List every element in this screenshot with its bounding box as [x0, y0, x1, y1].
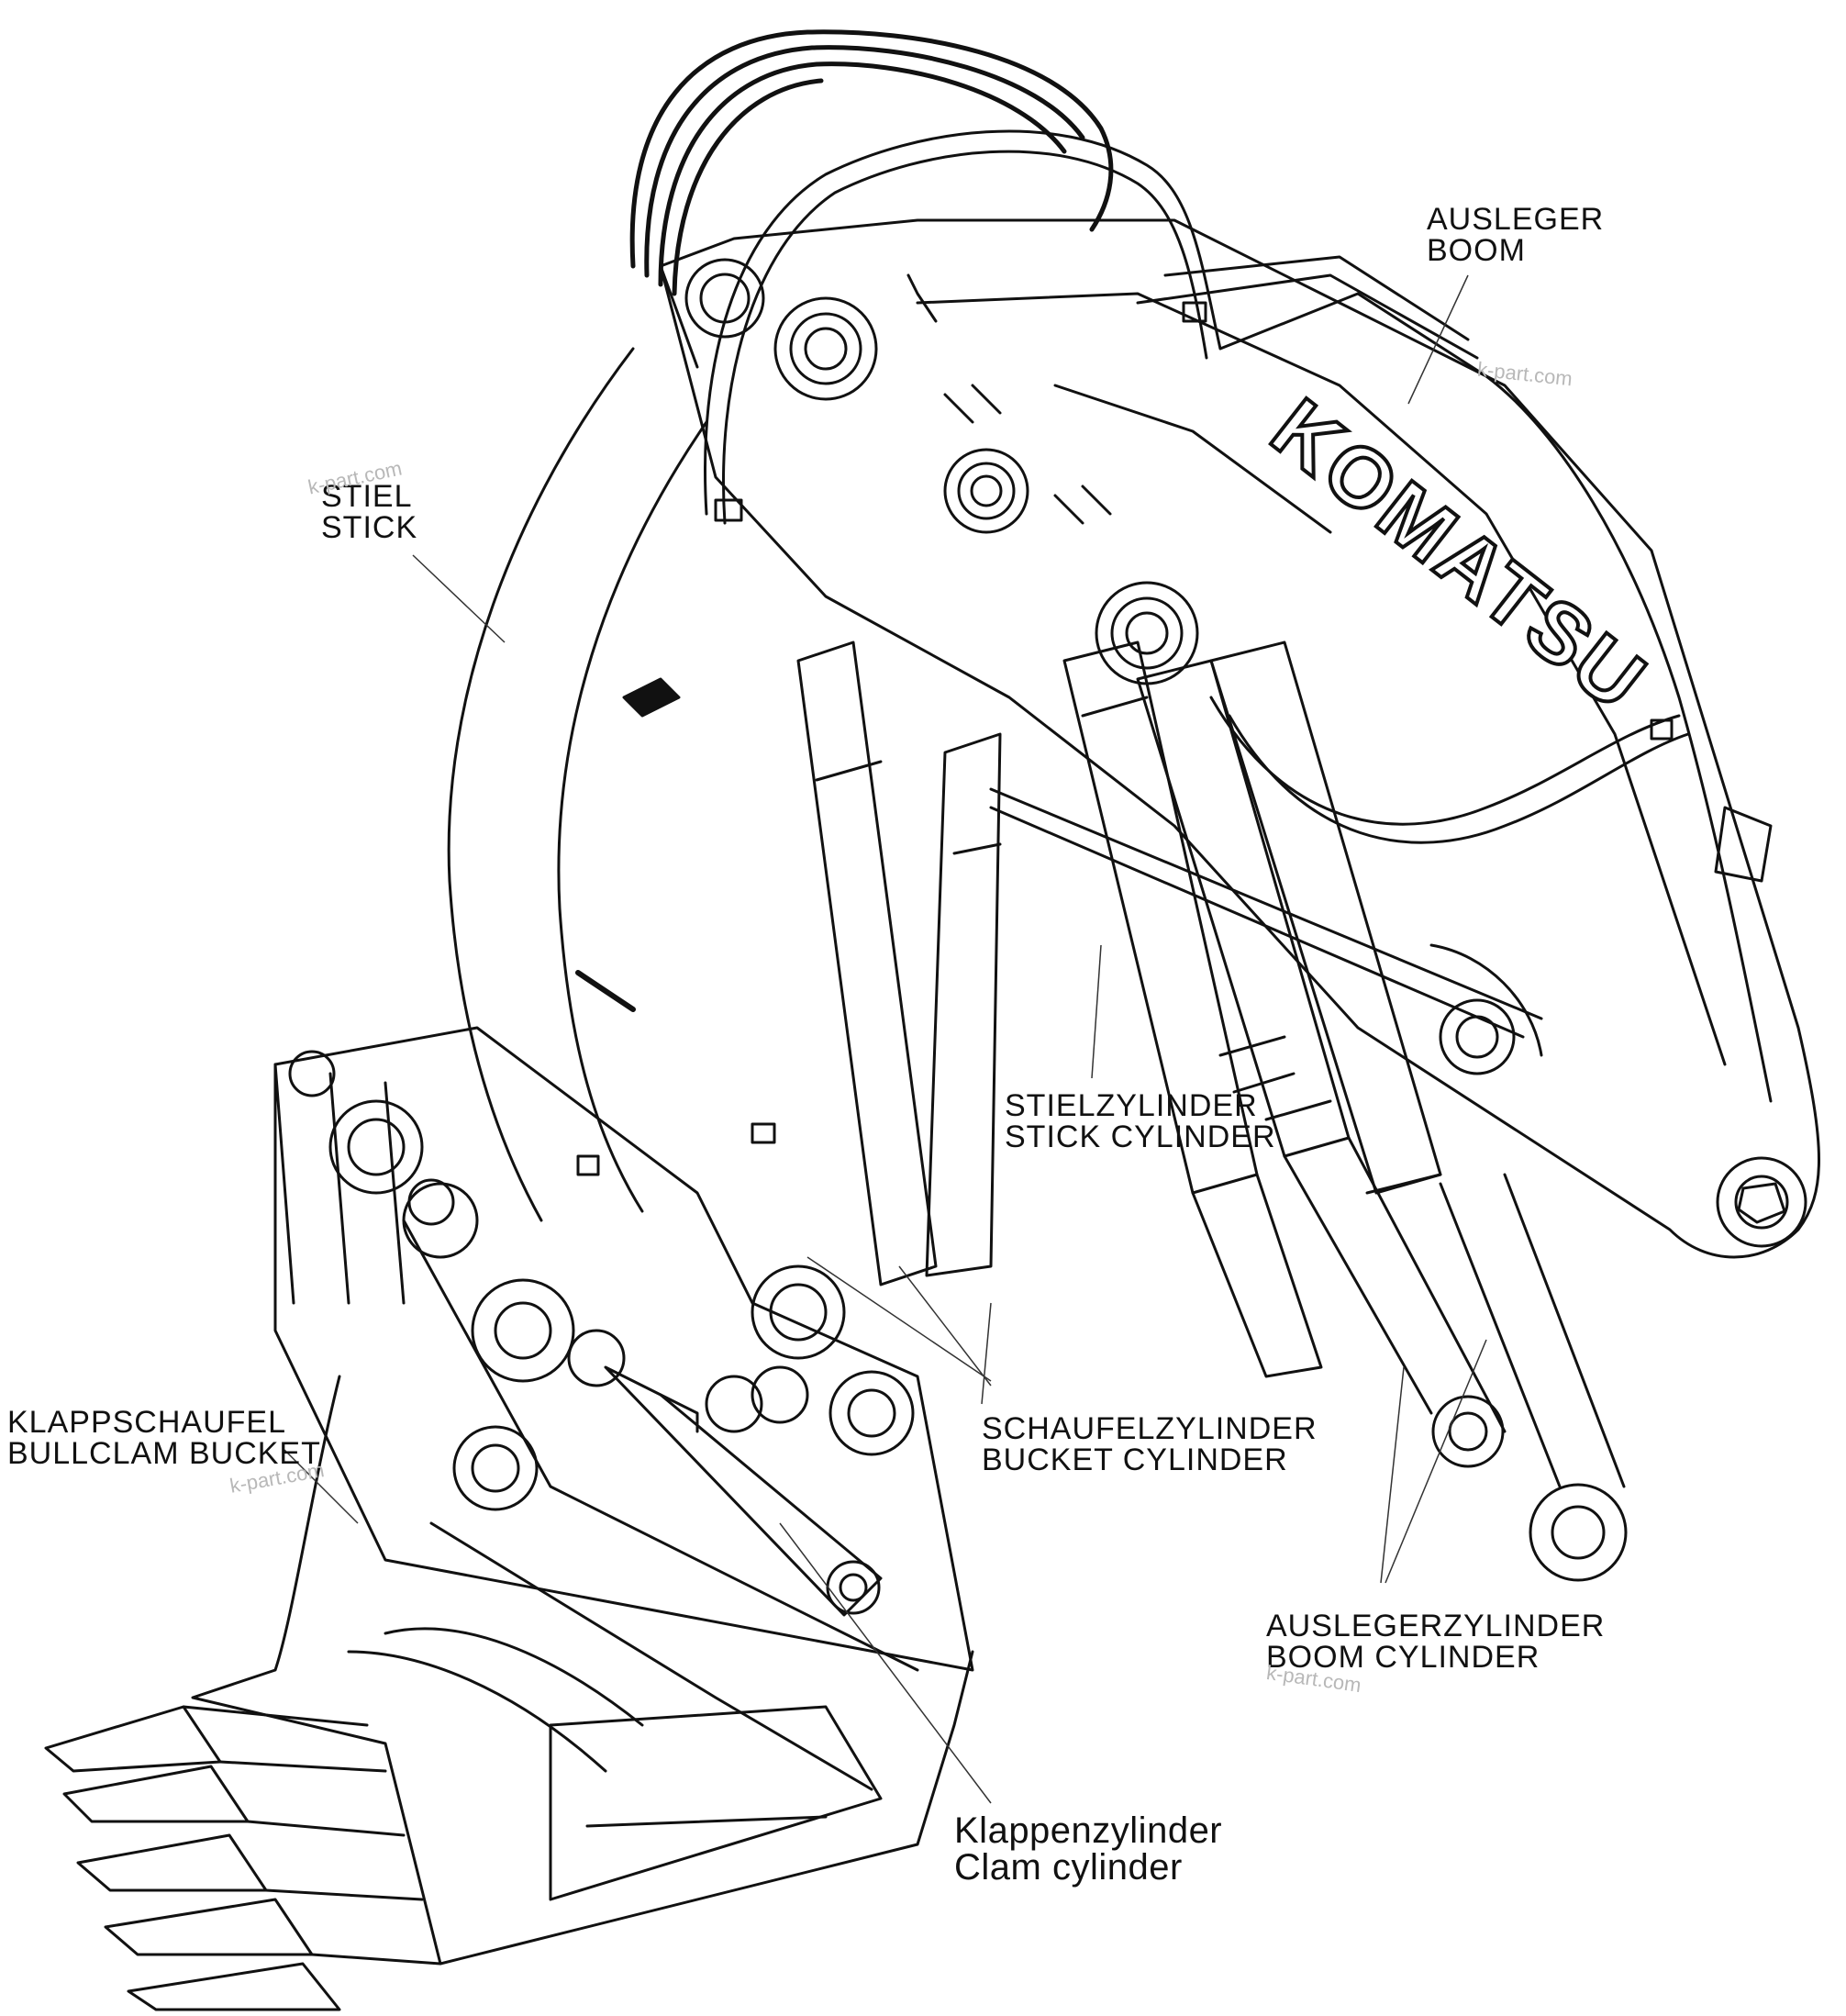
hose-clamps [576, 301, 1674, 1176]
boom-foot-pin [1716, 1156, 1807, 1248]
komatsu-logo: KOMATSU [1253, 379, 1666, 731]
label-bullclam-bucket-en: BULLCLAM BUCKET [7, 1436, 321, 1471]
label-bucket-cylinder: SCHAUFELZYLINDER BUCKET CYLINDER [982, 1413, 1318, 1476]
pivot-pins [684, 258, 1199, 685]
link-bar [989, 787, 1773, 1075]
label-boom-de: AUSLEGER [1427, 202, 1605, 237]
label-bucket-cylinder-en: BUCKET CYLINDER [982, 1442, 1288, 1477]
label-clam-cylinder: Klappenzylinder Clam cylinder [954, 1812, 1222, 1886]
label-bucket-cylinder-de: SCHAUFELZYLINDER [982, 1411, 1318, 1446]
label-bullclam-bucket-de: KLAPPSCHAUFEL [7, 1405, 286, 1440]
stick-cylinder [1062, 640, 1323, 1378]
stick [447, 264, 708, 1222]
boom-hoses [704, 129, 1773, 1103]
label-stick-cylinder-en: STICK CYLINDER [1005, 1119, 1276, 1154]
boom [659, 218, 1820, 1259]
label-boom-cylinder-en: BOOM CYLINDER [1266, 1640, 1540, 1675]
label-clam-cylinder-de: Klappenzylinder [954, 1810, 1223, 1851]
label-stick-cylinder: STIELZYLINDER STICK CYLINDER [1005, 1090, 1276, 1153]
svg-text:KOMATSU: KOMATSU [1255, 381, 1664, 730]
label-boom-en: BOOM [1427, 233, 1526, 268]
bucket-teeth [44, 1705, 442, 2011]
hose-bundle [629, 29, 1114, 296]
bucket-cylinder [751, 640, 1002, 1456]
bucket [191, 1375, 974, 1966]
bucket-frame [273, 1026, 974, 1672]
label-stick-en: STICK [321, 510, 418, 545]
label-boom-cylinder-de: AUSLEGERZYLINDER [1266, 1609, 1606, 1643]
label-boom: AUSLEGER BOOM [1427, 204, 1604, 266]
boom-cylinders [1136, 640, 1628, 1582]
label-boom-cylinder: AUSLEGERZYLINDER BOOM CYLINDER [1266, 1610, 1605, 1673]
label-stick-de: STIEL [321, 479, 413, 514]
label-stick-cylinder-de: STIELZYLINDER [1005, 1088, 1258, 1123]
clam-cylinder [604, 1365, 883, 1617]
label-stick: STIEL STICK [321, 481, 417, 543]
label-clam-cylinder-en: Clam cylinder [954, 1847, 1183, 1888]
label-bullclam-bucket: KLAPPSCHAUFEL BULLCLAM BUCKET [7, 1407, 321, 1469]
leader-lines [284, 274, 1487, 1804]
